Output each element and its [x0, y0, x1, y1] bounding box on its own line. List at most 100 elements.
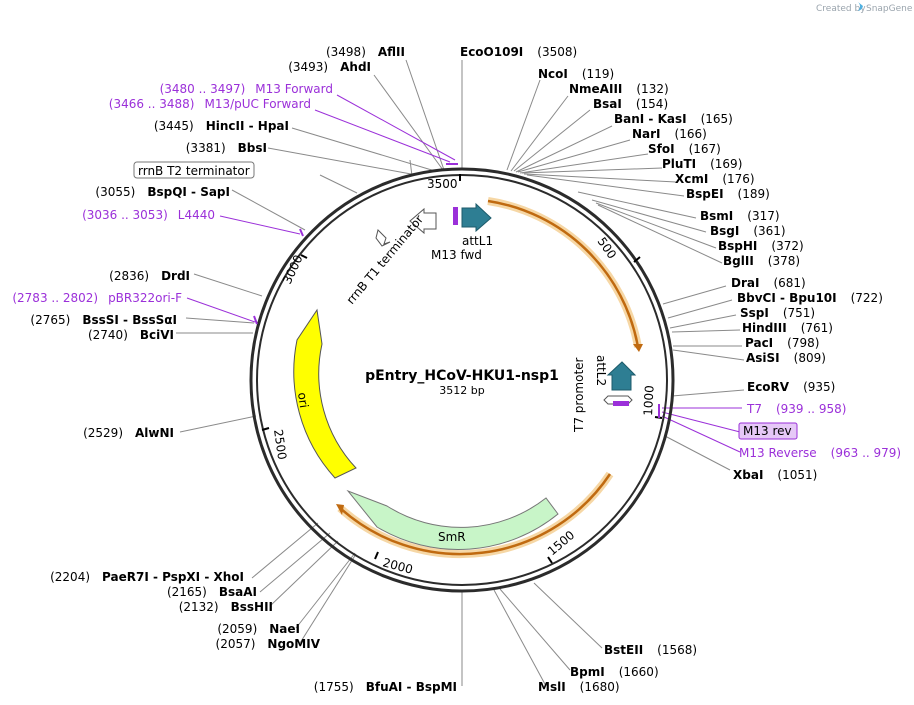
svg-text:(3445)HincII - HpaI: (3445)HincII - HpaI — [154, 119, 289, 133]
svg-text:BspHI(372): BspHI(372) — [718, 239, 804, 253]
rrnb-t1-feature — [375, 207, 437, 247]
svg-text:HindIII(761): HindIII(761) — [742, 321, 833, 335]
enzyme-pos: (378) — [768, 254, 800, 268]
enzyme-pos: (361) — [753, 224, 785, 238]
enzyme-name: XbaI — [733, 468, 763, 482]
attl1-feature — [453, 202, 492, 233]
plasmid-length: 3512 bp — [439, 384, 484, 397]
svg-text:NcoI(119): NcoI(119) — [538, 67, 614, 81]
enzyme-pos: (166) — [675, 127, 707, 141]
svg-text:(2836)DrdI: (2836)DrdI — [109, 269, 190, 283]
enzyme-name: BanI - KasI — [614, 112, 687, 126]
svg-text:PluTI(169): PluTI (169) — [662, 157, 742, 171]
enzyme-pos: (2529) — [83, 426, 123, 440]
enzyme-name: BstEII — [604, 643, 643, 657]
svg-text:NarI(166): NarI (166) — [632, 127, 707, 141]
enzyme-name: NaeI — [269, 622, 300, 636]
tick-label-2000: 2000 — [381, 555, 414, 576]
svg-text:(2529)AlwNI: (2529)AlwNI — [83, 426, 174, 440]
primer-name: T7 — [746, 402, 762, 416]
enzyme-name: BpmI — [570, 665, 605, 679]
enzyme-name: NarI — [632, 127, 661, 141]
svg-text:BsmI(317): BsmI(317) — [700, 209, 780, 223]
primer-name: M13 Reverse — [739, 446, 817, 460]
enzyme-name: BsmI — [700, 209, 733, 223]
svg-text:MslI(1680): MslI(1680) — [538, 680, 620, 694]
ori-feature — [293, 308, 357, 479]
attl2-label: attL2 — [594, 355, 608, 386]
enzyme-name: PluTI — [662, 157, 696, 171]
enzyme-pos: (2059) — [217, 622, 257, 636]
orf-arc-bottom — [336, 471, 614, 559]
enzyme-name: AsiSI — [746, 351, 780, 365]
primer-leaders — [186, 94, 742, 453]
tick-label-1000: 1000 — [641, 385, 657, 416]
ori-label: ori — [295, 391, 311, 408]
enzyme-name: BspQI - SapI — [147, 185, 230, 199]
enzyme-pos: (1051) — [777, 468, 817, 482]
enzyme-pos: (2836) — [109, 269, 149, 283]
svg-text:BsgI(361): BsgI (361) — [710, 224, 786, 238]
attl1-label: attL1 — [462, 234, 493, 248]
enzyme-name: BspHI — [718, 239, 757, 253]
primer-range: (3466 .. 3488) — [109, 97, 195, 111]
enzyme-name: BsaAI — [219, 585, 257, 599]
enzyme-pos: (167) — [689, 142, 721, 156]
svg-text:(2132)BssHII: (2132)BssHII — [179, 600, 273, 614]
svg-text:(3055)BspQI - SapI: (3055)BspQI - SapI — [95, 185, 230, 199]
enzyme-name: SspI — [740, 306, 769, 320]
tick-label-2500: 2500 — [271, 428, 289, 460]
enzyme-pos: (1660) — [619, 665, 659, 679]
enzyme-pos: (809) — [794, 351, 826, 365]
enzyme-pos: (2765) — [30, 313, 70, 327]
primer-name: pBR322ori-F — [108, 291, 182, 305]
svg-text:(2165)BsaAI: (2165)BsaAI — [167, 585, 257, 599]
orf-arc-top — [487, 197, 643, 352]
leader-lines — [176, 59, 745, 687]
rrnb-t2-label: rrnB T2 terminator — [138, 164, 250, 178]
enzyme-name: BsgI — [710, 224, 739, 238]
attl2-feature — [603, 361, 637, 406]
svg-text:SfoI(167): SfoI(167) — [648, 142, 721, 156]
enzyme-pos: (751) — [783, 306, 815, 320]
tick-label-3500: 3500 — [427, 177, 458, 191]
svg-text:XbaI(1051): XbaI (1051) — [733, 468, 817, 482]
svg-text:BbvCI - Bpu10I(722): BbvCI - Bpu10I (722) — [737, 291, 883, 305]
svg-text:(2057)NgoMIV: (2057)NgoMIV — [216, 637, 321, 651]
enzyme-name: AflII — [378, 45, 405, 59]
m13rev-box — [738, 422, 798, 440]
svg-text:(2783 .. 2802)pBR322ori-F: (2783 .. 2802) pBR322ori-F — [12, 291, 182, 305]
snapgene-logo-icon — [858, 2, 863, 11]
enzyme-pos: (722) — [851, 291, 883, 305]
enzyme-pos: (169) — [710, 157, 742, 171]
enzyme-pos: (132) — [636, 82, 668, 96]
svg-text:(1755)BfuAI - BspMI: (1755)BfuAI - BspMI — [314, 680, 457, 694]
enzyme-name: BbvCI - Bpu10I — [737, 291, 837, 305]
svg-text:(3036 .. 3053)L4440: (3036 .. 3053)L4440 — [82, 208, 215, 222]
svg-text:BanI - KasI(165): BanI - KasI(165) — [614, 112, 733, 126]
smr-label: SmR — [438, 530, 466, 544]
primer-range: (2783 .. 2802) — [12, 291, 98, 305]
enzyme-pos: (2740) — [88, 328, 128, 342]
svg-text:M13 Reverse(963 .. 979): M13 Reverse(963 .. 979) — [739, 446, 901, 460]
rrnb-t1-label: rrnB T1 terminator — [344, 212, 427, 307]
svg-text:(3493)AhdI: (3493)AhdI — [288, 60, 371, 74]
enzyme-name: EcoRV — [747, 380, 790, 394]
svg-text:BsaI(154): BsaI(154) — [593, 97, 668, 111]
svg-text:EcoO109I(3508): EcoO109I(3508) — [460, 45, 577, 59]
enzyme-name: BglII — [723, 254, 754, 268]
primer-name: M13/pUC Forward — [204, 97, 311, 111]
enzyme-name: EcoO109I — [460, 45, 523, 59]
enzyme-pos: (176) — [722, 172, 754, 186]
enzyme-name: BssHII — [231, 600, 273, 614]
svg-text:BpmI(1660): BpmI (1660) — [570, 665, 659, 679]
primer-range: (3480 .. 3497) — [160, 82, 246, 96]
svg-text:(3381)BbsI: (3381)BbsI — [186, 141, 267, 155]
enzyme-pos: (3498) — [326, 45, 366, 59]
m13rev-label: M13 rev — [743, 424, 792, 438]
enzyme-name: PacI — [745, 336, 773, 350]
enzyme-name: DraI — [731, 276, 759, 290]
svg-text:(3480 .. 3497)M13 Forward: (3480 .. 3497)M13 Forward — [160, 82, 333, 96]
enzyme-name: BfuAI - BspMI — [366, 680, 457, 694]
enzyme-name: BspEI — [686, 187, 724, 201]
